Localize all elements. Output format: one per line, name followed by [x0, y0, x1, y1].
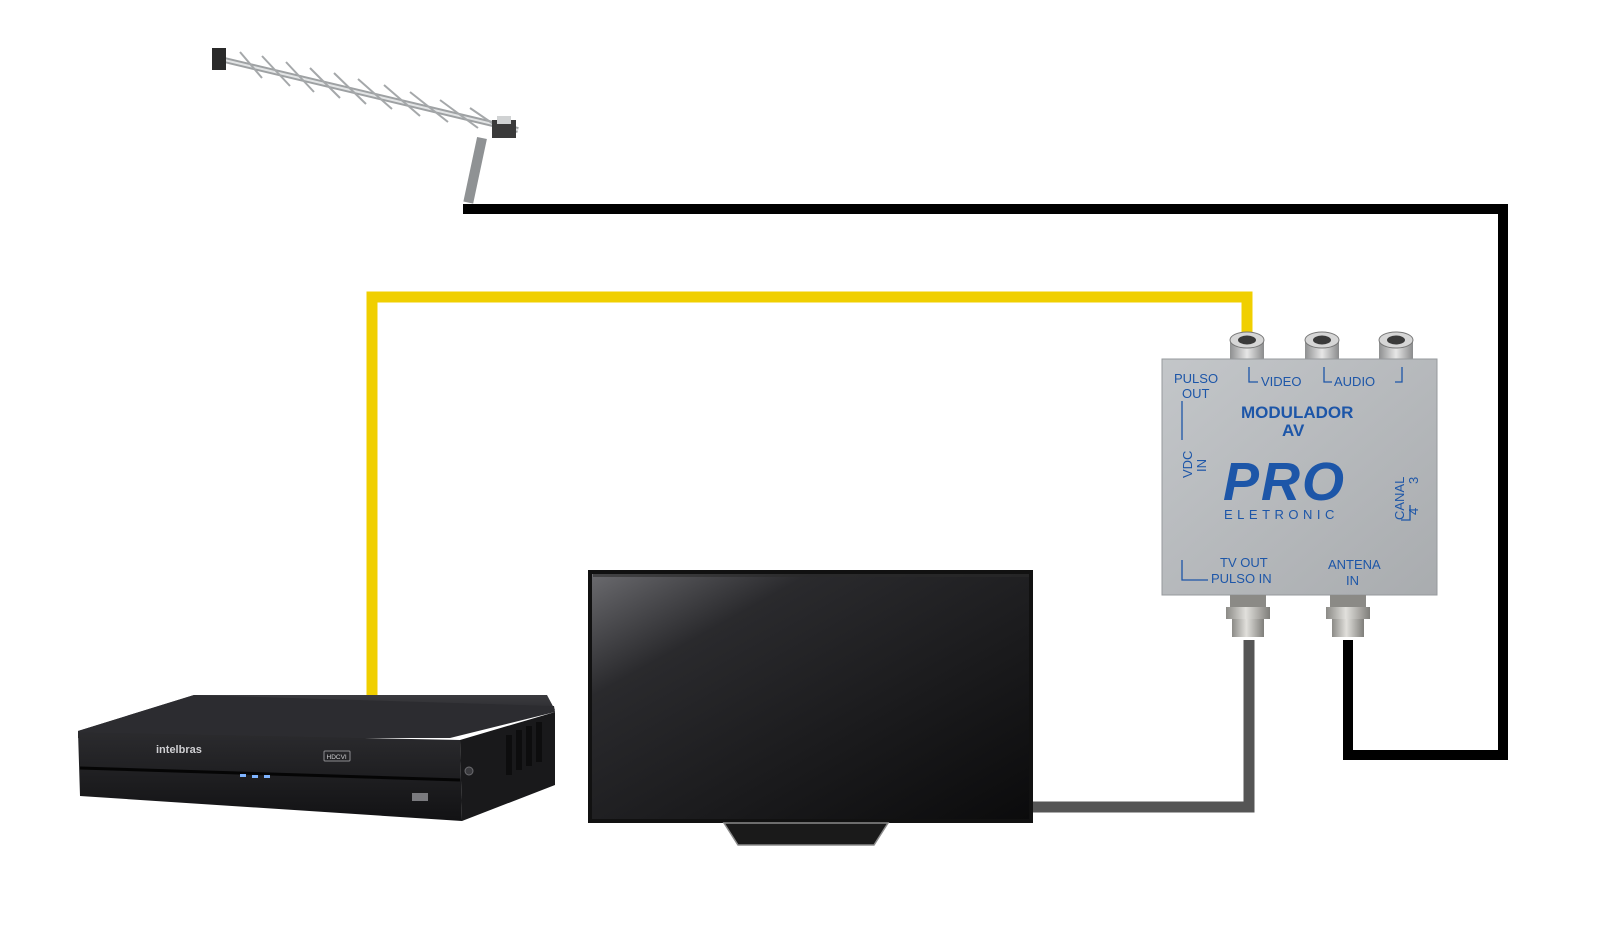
status-led-icon — [264, 775, 270, 778]
av-modulator-device: VIDEO AUDIO PULSO OUT MODULADOR AV VDC I… — [1161, 331, 1438, 637]
modulator-title-line1: MODULADOR — [1241, 403, 1353, 422]
video-cable — [366, 291, 1253, 702]
usb-port-icon — [412, 793, 428, 801]
yagi-antenna-icon — [212, 48, 519, 204]
power-button-icon — [464, 766, 474, 776]
pro-eletronic-logo: PRO — [1223, 452, 1346, 512]
tv-out-f-connector — [1226, 595, 1270, 637]
status-led-icon — [252, 775, 258, 778]
canal-option-4: 4 — [1406, 508, 1421, 515]
vdc-in-label-line2: IN — [1194, 459, 1209, 472]
pro-eletronic-logo-subtext: ELETRONIC — [1224, 507, 1339, 522]
tv-rf-cable — [1033, 640, 1255, 813]
dvr-brand-logo: intelbras — [156, 744, 202, 756]
tv-stand — [722, 822, 890, 846]
pulso-out-label-line2: OUT — [1182, 386, 1210, 401]
modulator-title-line2: AV — [1282, 421, 1305, 440]
dvr-hdcvi-badge: HDCVI — [327, 754, 347, 761]
audio-rca-jack-right — [1378, 331, 1414, 362]
canal-label: CANAL — [1392, 477, 1407, 520]
flat-tv-icon — [588, 570, 1033, 846]
canal-option-3: 3 — [1406, 477, 1421, 484]
status-led-icon — [240, 774, 246, 777]
antenna-cable — [463, 204, 1508, 760]
tv-out-label-line2: PULSO IN — [1211, 571, 1272, 586]
vdc-in-label-line1: VDC — [1180, 451, 1195, 478]
antena-in-label-line1: ANTENA — [1328, 557, 1381, 572]
video-port-label: VIDEO — [1261, 374, 1301, 389]
pulso-out-label-line1: PULSO — [1174, 371, 1218, 386]
dvr-recorder-icon: intelbras HDCVI — [78, 695, 555, 821]
antena-in-f-connector — [1326, 595, 1370, 637]
antena-in-label-line2: IN — [1346, 573, 1359, 588]
audio-port-label: AUDIO — [1334, 374, 1375, 389]
audio-rca-jack-left — [1304, 331, 1340, 362]
tv-out-label-line1: TV OUT — [1220, 555, 1268, 570]
video-rca-jack — [1229, 331, 1265, 362]
